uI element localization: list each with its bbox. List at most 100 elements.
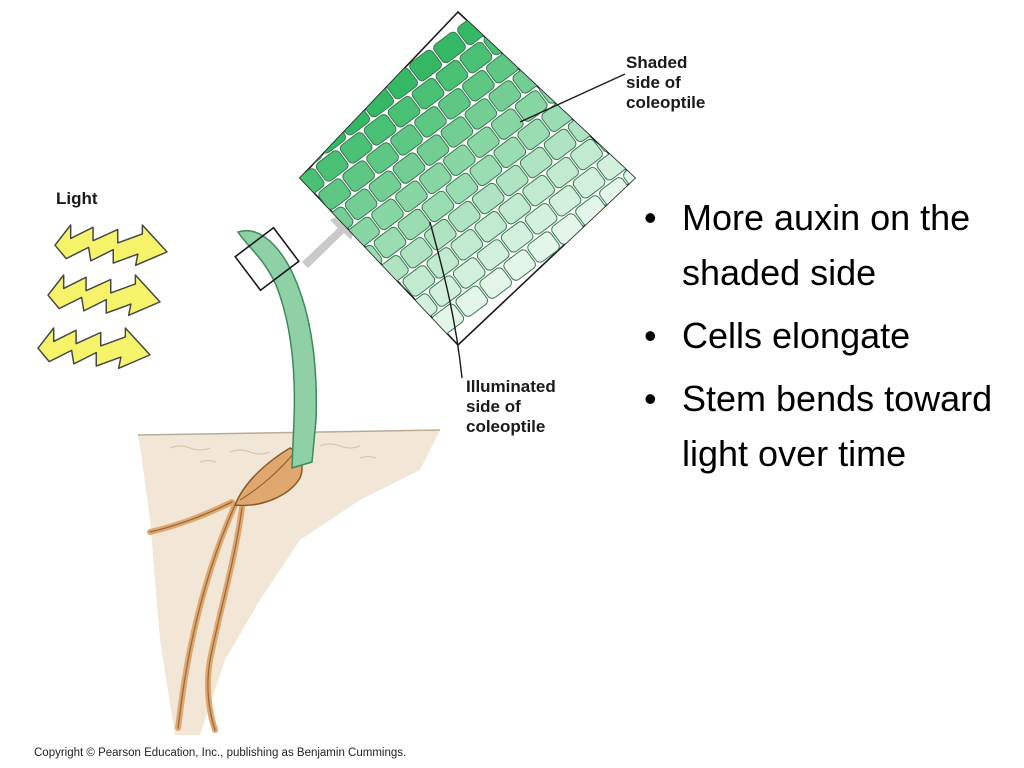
plant-cell <box>387 96 421 128</box>
plant-cell <box>488 80 522 112</box>
plant-cell <box>452 257 486 289</box>
zoom-box <box>234 226 300 292</box>
bullet-item: • Stem bends toward light over time <box>640 371 1020 481</box>
plant-cell <box>562 54 596 86</box>
plant-cell <box>330 319 364 345</box>
plant-cell <box>402 265 436 297</box>
plant-cell <box>584 12 617 40</box>
plant-cell <box>240 175 276 209</box>
illuminated-leader-line <box>429 221 463 379</box>
plant-cell <box>342 160 375 192</box>
light-bolts <box>37 224 168 370</box>
plant-cell <box>419 162 452 194</box>
plant-cell <box>546 156 579 189</box>
plant-cell <box>318 178 351 210</box>
plant-cell <box>570 138 603 171</box>
bullet-list: •More auxin on the shaded side•Cells elo… <box>640 190 1020 489</box>
plant-cell <box>328 291 361 323</box>
light-label: Light <box>56 189 98 208</box>
light-bolt-icon <box>54 224 168 267</box>
plant-cell <box>464 98 498 130</box>
plant-cell <box>344 188 378 220</box>
plant-cell <box>643 111 679 145</box>
plant-cell <box>411 77 445 110</box>
plant-cell <box>440 116 474 148</box>
plant-cell <box>371 198 404 231</box>
plant-cell <box>354 301 388 333</box>
plant-cell <box>428 275 462 307</box>
plant-cell <box>507 12 541 38</box>
plant-cell <box>623 159 635 191</box>
illuminated-label-line3: coleoptile <box>466 417 545 436</box>
plant-cell <box>400 237 433 269</box>
plant-cell <box>332 346 368 380</box>
plant-cell <box>435 59 469 92</box>
plant-cell <box>469 154 503 187</box>
plant-cell <box>462 70 495 102</box>
copyright-notice: Copyright © Pearson Education, Inc., pub… <box>34 747 406 759</box>
plant-cell <box>407 321 441 345</box>
seed-line <box>239 451 296 501</box>
plant-cell <box>397 208 431 241</box>
plant-cell <box>264 157 300 191</box>
plant-cell <box>646 140 682 174</box>
bullet-text: Stem bends toward light over time <box>682 378 993 474</box>
bullet-item: •More auxin on the shaded side <box>640 190 1020 300</box>
plant-cell <box>531 12 565 20</box>
plant-cell <box>300 186 301 218</box>
plant-cell <box>467 126 500 158</box>
plant-cell <box>325 262 359 295</box>
plant-cell <box>533 15 567 48</box>
illuminated-label-line2: side of <box>466 397 521 416</box>
shaded-label-line2: side of <box>626 73 681 92</box>
coleoptile <box>236 229 318 470</box>
plant-cell <box>565 82 598 114</box>
roots <box>147 499 245 733</box>
plant-cell <box>481 12 514 28</box>
plant-cell <box>557 12 591 30</box>
plant-cell <box>300 214 304 246</box>
plant-cell <box>548 185 582 217</box>
plant-cell <box>459 41 493 74</box>
plant-cell <box>366 142 399 174</box>
plant-cell <box>357 329 390 345</box>
bullet-marker: • <box>644 378 657 419</box>
plant-cell <box>450 229 484 261</box>
plant-cell <box>554 0 590 3</box>
plant-cell <box>368 170 402 202</box>
plant-cell <box>560 26 594 58</box>
plant-cell <box>416 134 450 166</box>
plant-cell <box>445 172 479 205</box>
plant-cell <box>589 64 622 96</box>
plant-cell <box>381 311 414 343</box>
plant-cell <box>373 226 407 259</box>
plant-cell <box>543 128 577 161</box>
bullet-text: Cells elongate <box>682 315 911 356</box>
bullet-item: • Cells elongate <box>640 308 1020 363</box>
plant-cell <box>426 247 460 279</box>
plant-cell <box>536 44 570 76</box>
plant-cell <box>504 0 540 10</box>
plant-cell <box>424 218 457 251</box>
plant-cell <box>572 167 606 199</box>
plant-cell <box>443 144 476 176</box>
plant-cell <box>216 193 252 227</box>
bullet-marker: • <box>644 315 657 356</box>
plant-cell <box>433 31 466 64</box>
plant-cell <box>395 180 428 213</box>
illuminated-label-line1: Illuminated <box>466 377 556 396</box>
plant-cell <box>495 164 529 197</box>
plant-cell <box>519 146 553 179</box>
plant-cell <box>503 249 536 281</box>
plant-cell <box>591 92 625 124</box>
bullet-text: More auxin on the shaded side <box>682 197 971 293</box>
plant-cell <box>479 267 512 299</box>
plant-cell <box>414 106 447 138</box>
soil-surface-line <box>137 429 441 436</box>
shaded-label-line3: coleoptile <box>626 93 705 112</box>
plant-cell <box>586 36 620 68</box>
plant-cell <box>392 152 426 184</box>
plant-cell <box>363 114 397 146</box>
plant-cell <box>517 118 551 150</box>
